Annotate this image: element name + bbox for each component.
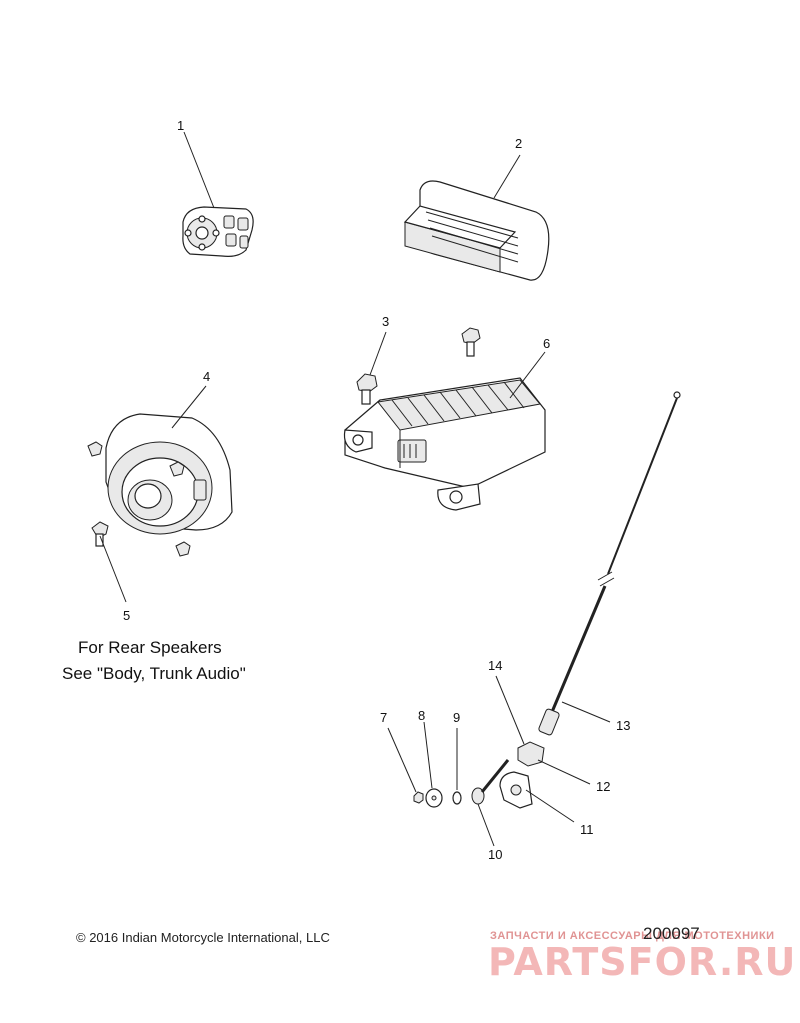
part-6-amplifier [343,351,546,511]
callout-14: 14 [488,658,502,673]
part-9-washer [452,728,462,805]
part-3-bolts [356,327,481,405]
part-7-nut [387,727,424,804]
callout-3: 3 [382,314,389,329]
part-1-control-switch [182,131,254,257]
part-2-connector [403,154,550,281]
callout-1: 1 [177,118,184,133]
callout-8: 8 [418,708,425,723]
callout-9: 9 [453,710,460,725]
callout-7: 7 [380,710,387,725]
callout-2: 2 [515,136,522,151]
callout-10: 10 [488,847,502,862]
part-13-antenna [538,391,681,736]
callout-11: 11 [580,822,594,837]
callout-12: 12 [596,779,610,794]
part-11-bracket [499,771,575,823]
watermark-tagline: ЗАПЧАСТИ И АКСЕССУАРЫ ДЛЯ МОТОТЕХНИКИ [490,930,775,942]
callout-6: 6 [543,336,550,351]
part-5-screws [91,521,191,603]
part-4-speaker [87,385,233,535]
callout-13: 13 [616,718,630,733]
watermark-brand: PARTSFOR.RU [488,940,797,984]
part-14-12-adapter [495,675,591,785]
callout-4: 4 [203,369,210,384]
copyright-notice: © 2016 Indian Motorcycle International, … [76,930,330,945]
rear-speakers-note: For Rear Speakers [78,638,222,657]
trunk-audio-reference: See "Body, Trunk Audio" [62,664,246,683]
part-8-flat-washer [423,721,443,808]
part-10-bolt [471,759,510,847]
callout-5: 5 [123,608,130,623]
drawing-number: 200097 [643,924,700,943]
